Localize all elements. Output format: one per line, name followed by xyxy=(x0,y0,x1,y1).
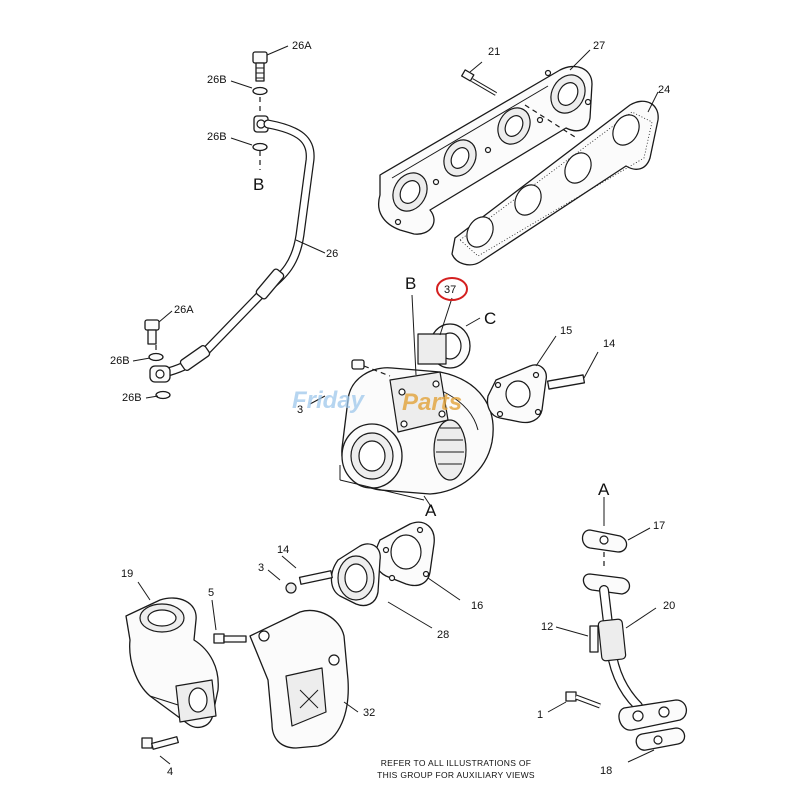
washer-top-2 xyxy=(252,142,268,152)
stud-14-top xyxy=(546,351,599,390)
callout-21: 21 xyxy=(488,46,500,58)
bolt-5 xyxy=(211,599,247,644)
turbo-gasket-15 xyxy=(486,335,557,424)
callout-5: 5 xyxy=(208,587,214,599)
callout-15: 15 xyxy=(560,325,572,337)
callout-24: 24 xyxy=(658,84,670,96)
stud-21 xyxy=(461,61,498,96)
highlight-circle-37 xyxy=(436,277,468,301)
callout-19: 19 xyxy=(121,568,133,580)
callout-3-top: 3 xyxy=(297,404,303,416)
callout-26a-bottom: 26A xyxy=(174,304,194,316)
view-letter-b-mid: B xyxy=(405,274,416,293)
callout-1: 1 xyxy=(537,709,543,721)
callout-18: 18 xyxy=(600,765,612,777)
callout-28: 28 xyxy=(437,629,449,641)
footer-line-1: REFER TO ALL ILLUSTRATIONS OF xyxy=(381,758,532,768)
callout-26: 26 xyxy=(326,248,338,260)
pipe-sleeve-2 xyxy=(179,345,211,371)
footer-note: REFER TO ALL ILLUSTRATIONS OF THIS GROUP… xyxy=(377,758,535,780)
banjo-bolt-bottom xyxy=(144,319,160,345)
view-letter-b-top: B xyxy=(253,175,264,194)
view-letter-a-mid: A xyxy=(425,501,437,520)
gasket-17 xyxy=(581,527,651,553)
callout-14-bottom: 14 xyxy=(277,544,289,556)
view-letter-c: C xyxy=(484,309,496,328)
callout-20: 20 xyxy=(663,600,675,612)
banjo-bolt-top xyxy=(252,51,268,82)
footer-line-2: THIS GROUP FOR AUXILIARY VIEWS xyxy=(377,770,535,780)
callout-27: 27 xyxy=(593,40,605,52)
callout-26b-top-2: 26B xyxy=(207,131,227,143)
exhaust-manifold xyxy=(378,65,593,235)
washer-bottom-1 xyxy=(148,352,164,362)
callout-26b-bottom-2: 26B xyxy=(122,392,142,404)
callout-12: 12 xyxy=(541,621,553,633)
callout-16: 16 xyxy=(471,600,483,612)
pipe-sleeve-1 xyxy=(255,268,285,300)
washer-top-1 xyxy=(252,86,268,96)
callout-26a-top: 26A xyxy=(292,40,312,52)
manifold-gasket xyxy=(451,100,659,266)
drain-tube-assembly xyxy=(547,497,687,763)
callout-14-top: 14 xyxy=(603,338,615,350)
callout-26b-bottom-1: 26B xyxy=(110,355,130,367)
callout-4: 4 xyxy=(167,766,173,778)
bolt-4 xyxy=(141,736,179,765)
washer-bottom-2 xyxy=(155,390,171,400)
bolt-14-bottom xyxy=(267,555,333,594)
oil-line-assembly xyxy=(132,45,326,400)
callout-3-bottom: 3 xyxy=(258,562,264,574)
adapter-28 xyxy=(330,543,433,629)
turbocharger xyxy=(309,294,494,509)
watermark-part1: Friday xyxy=(292,387,366,414)
callout-32: 32 xyxy=(363,707,375,719)
callout-37: 37 xyxy=(444,284,456,296)
callout-labels: 26A 26B 26B 26 26A 26B 26B 21 27 24 37 1… xyxy=(110,40,675,778)
watermark-part2: Parts xyxy=(402,389,462,416)
view-letter-a-right: A xyxy=(598,480,610,499)
elbow-19 xyxy=(125,581,219,729)
fitting-top xyxy=(253,115,269,133)
view-letters: B B C A A xyxy=(253,175,610,520)
callout-17: 17 xyxy=(653,520,665,532)
fitting-bottom xyxy=(149,365,171,383)
bracket-32 xyxy=(249,609,359,749)
callout-26b-top-1: 26B xyxy=(207,74,227,86)
watermark: Friday Parts xyxy=(292,387,462,416)
